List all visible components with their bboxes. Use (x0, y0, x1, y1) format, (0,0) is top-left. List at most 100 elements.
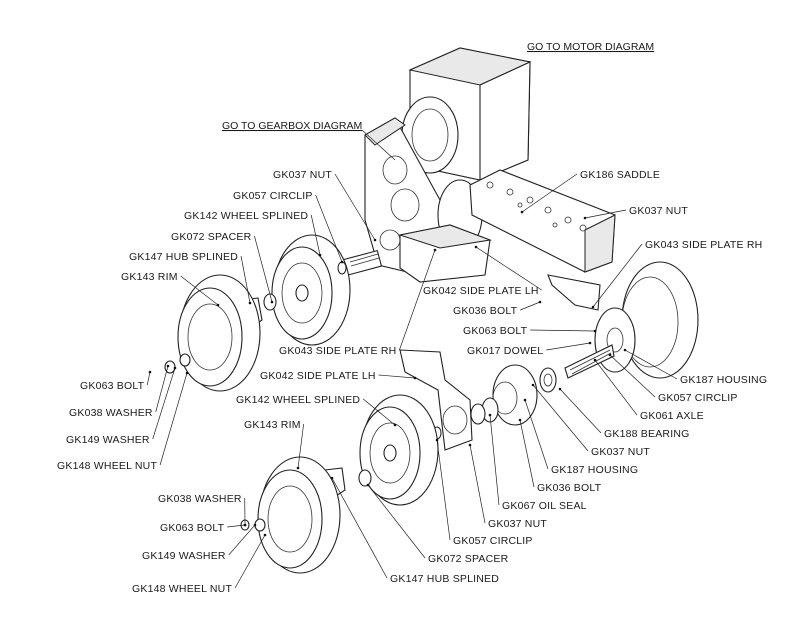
part-label: GK142 WHEEL SPLINED (184, 210, 308, 222)
leader-line (609, 354, 656, 398)
leader-line (584, 209, 627, 219)
leader-line (159, 372, 188, 466)
part-label: GK148 WHEEL NUT (57, 460, 157, 472)
leader-dot (433, 248, 437, 252)
part-label: GK067 OIL SEAL (502, 500, 587, 512)
leader-dot (270, 300, 274, 304)
saddle-drawing (469, 169, 616, 273)
leader-dot (593, 358, 597, 362)
leader-dot (148, 370, 152, 374)
part-label: GK038 WASHER (69, 407, 153, 419)
leader-dot (523, 398, 527, 402)
leader-line (530, 329, 596, 332)
leader-dot (591, 305, 595, 309)
part-label: GK148 WHEEL NUT (132, 583, 232, 595)
part-label: GK188 BEARING (604, 428, 689, 440)
side-plate-block (398, 224, 492, 283)
leader-line (315, 194, 343, 263)
leader-dot (173, 366, 177, 370)
leader-dot (531, 383, 535, 387)
leader-line (524, 399, 549, 470)
leader-line (532, 384, 589, 452)
leader-line (521, 173, 578, 213)
part-label: GK187 HOUSING (551, 464, 638, 476)
leader-line (399, 249, 436, 351)
upper-left-wheels (164, 234, 351, 392)
leader-line (624, 349, 678, 380)
part-label: GK061 AXLE (640, 410, 704, 422)
part-label: GK143 RIM (244, 419, 301, 431)
part-label: GK186 SADDLE (580, 169, 660, 181)
leader-line (367, 484, 426, 559)
leader-dot (583, 216, 587, 220)
leader-line (469, 444, 486, 524)
part-label: GK043 SIDE PLATE RH (279, 345, 396, 357)
leader-dot (488, 413, 492, 417)
leader-dot (435, 438, 439, 442)
leader-dot (593, 329, 597, 333)
part-label: GK038 WASHER (158, 493, 242, 505)
leader-dot (216, 303, 220, 307)
leader-dot (413, 376, 417, 380)
leader-line (228, 524, 256, 556)
leader-dot (538, 300, 542, 304)
leader-line (234, 534, 266, 589)
part-label: GK063 BOLT (160, 522, 225, 534)
part-label: GK057 CIRCLIP (233, 190, 313, 202)
leader-line (546, 342, 591, 351)
part-label: GK057 CIRCLIP (453, 535, 533, 547)
part-label: GK037 NUT (273, 169, 332, 181)
part-label: GK147 HUB SPLINED (129, 251, 238, 263)
part-label: GK036 BOLT (453, 305, 518, 317)
leader-dot (468, 443, 472, 447)
leader-dot (166, 364, 170, 368)
leader-dot (608, 353, 612, 357)
leader-line (594, 359, 638, 416)
part-label: GK037 NUT (591, 446, 650, 458)
leader-dot (520, 210, 524, 214)
leader-dot (474, 245, 478, 249)
part-label: GK036 BOLT (537, 482, 602, 494)
part-label: GK063 BOLT (80, 380, 145, 392)
part-label: GK149 WASHER (66, 434, 150, 446)
leader-dot (518, 418, 522, 422)
part-label: GK072 SPACER (428, 553, 509, 565)
leader-dot (340, 260, 344, 264)
leader-dot (623, 348, 627, 352)
part-label: GK057 CIRCLIP (658, 392, 738, 404)
leader-line (559, 388, 602, 434)
leader-dot (185, 371, 189, 375)
leader-line (155, 365, 169, 413)
leader-line (331, 477, 388, 579)
part-label: GK042 SIDE PLATE LH (260, 370, 376, 382)
leader-dot (248, 301, 252, 305)
leader-line (240, 255, 251, 304)
go-to-gearbox-diagram-link[interactable]: GO TO GEARBOX DIAGRAM (222, 120, 362, 132)
part-label: GK037 NUT (629, 205, 688, 217)
leader-dot (263, 533, 267, 537)
gearbox-link-leader (361, 129, 396, 161)
part-label: GK147 HUB SPLINED (390, 573, 499, 585)
part-label: GK143 RIM (121, 271, 178, 283)
leader-line (146, 371, 151, 386)
part-label: GK142 WHEEL SPLINED (236, 394, 360, 406)
leader-dot (330, 476, 334, 480)
leader-dot (393, 423, 397, 427)
leader-line (180, 275, 219, 306)
part-label: GK063 BOLT (463, 325, 528, 337)
part-label: GK043 SIDE PLATE RH (645, 239, 762, 251)
leader-line (310, 214, 321, 256)
part-label: GK072 SPACER (171, 231, 252, 243)
right-wheel-assembly (399, 261, 699, 451)
leader-line (436, 439, 451, 541)
part-label: GK017 DOWEL (467, 345, 543, 357)
part-label: GK042 SIDE PLATE LH (423, 285, 539, 297)
leader-dot (373, 238, 377, 242)
go-to-motor-diagram-link[interactable]: GO TO MOTOR DIAGRAM (527, 41, 654, 53)
part-labels: GK037 NUT GK057 CIRCLIP GK142 WHEEL SPLINE… (57, 169, 767, 595)
leader-dot (366, 483, 370, 487)
leader-line (362, 398, 396, 426)
part-label: GK037 NUT (488, 518, 547, 530)
